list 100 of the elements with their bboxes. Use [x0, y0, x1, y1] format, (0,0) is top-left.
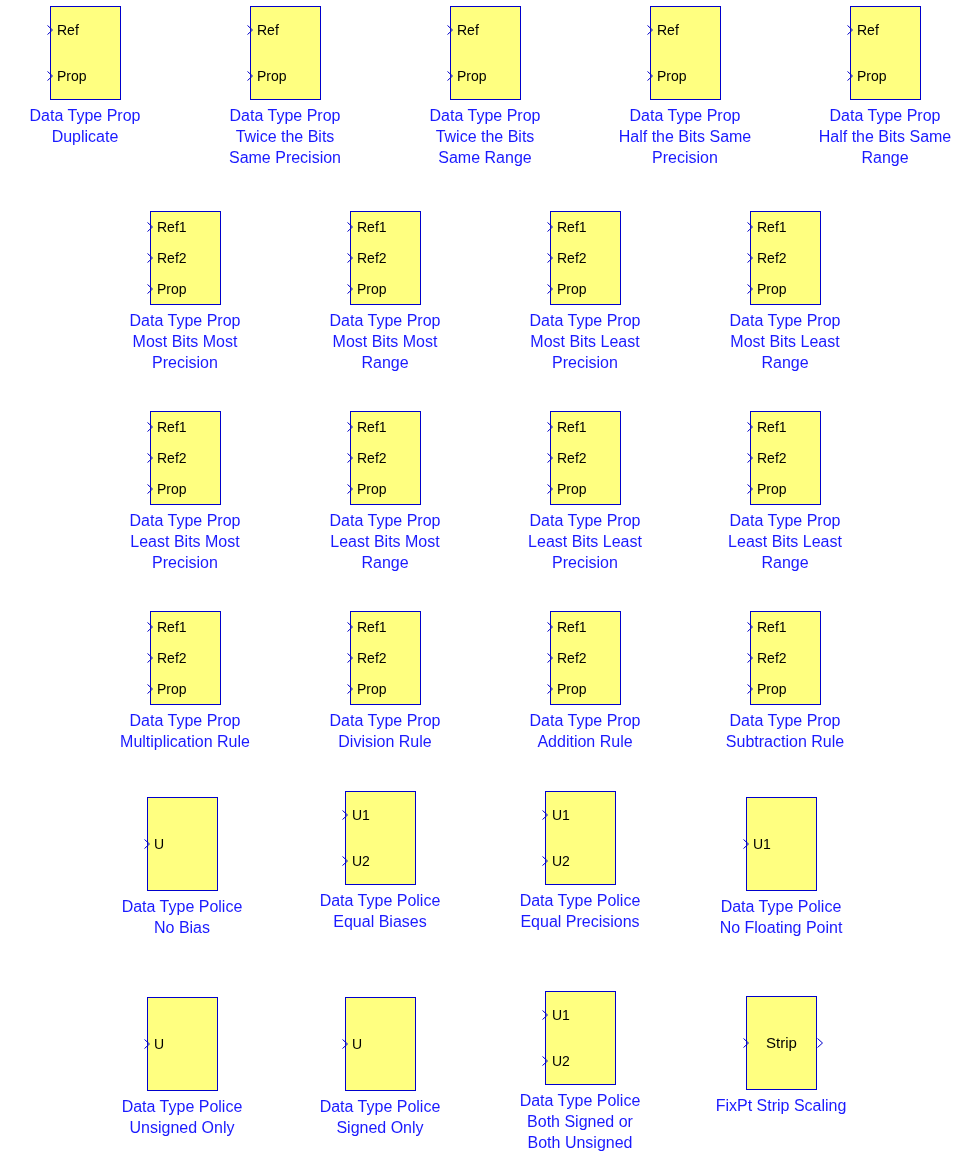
- port-label: Ref: [857, 22, 879, 38]
- port-label: U1: [352, 807, 370, 823]
- port-label: Ref: [257, 22, 279, 38]
- port-label: Ref: [657, 22, 679, 38]
- block-box: [545, 791, 616, 885]
- port-label: Prop: [357, 680, 387, 697]
- block-caption: Data Type Police No Floating Point: [718, 897, 844, 938]
- port-label: Ref1: [757, 419, 787, 436]
- block-caption: Data Type Prop Multiplication Rule: [119, 711, 251, 752]
- block-caption: Data Type Police Equal Biases: [318, 891, 442, 932]
- port-label: Ref2: [757, 250, 787, 266]
- block-caption: Data Type Prop Half the Bits Same Range: [817, 106, 953, 168]
- block-caption: Data Type Police Equal Precisions: [518, 891, 642, 932]
- block-box: [450, 6, 521, 100]
- port-label: Ref1: [157, 419, 187, 436]
- port-label: Prop: [657, 68, 687, 84]
- block-box: [750, 211, 821, 305]
- port-label: Ref1: [557, 219, 587, 236]
- port-label: Ref1: [757, 219, 787, 236]
- port-label: Ref2: [557, 450, 587, 466]
- port-label: Ref1: [357, 619, 387, 636]
- port-label: U: [352, 1036, 363, 1052]
- block-caption: Data Type Police Unsigned Only: [120, 1097, 244, 1138]
- port-label: U2: [352, 853, 370, 869]
- block-caption: Data Type Prop Most Bits Least Range: [728, 311, 842, 373]
- port-label: Prop: [757, 480, 787, 497]
- port-label: Prop: [157, 280, 187, 297]
- block-box: [350, 411, 421, 505]
- port-label: Ref: [57, 22, 79, 38]
- block-box: [850, 6, 921, 100]
- block-box: [545, 991, 616, 1085]
- block-box: [350, 611, 421, 705]
- block-box: [350, 211, 421, 305]
- port-label: U: [154, 1036, 165, 1052]
- port-label: Ref2: [357, 250, 387, 266]
- port-label: U2: [552, 853, 570, 869]
- port-label: U2: [552, 1053, 570, 1069]
- port-label: Prop: [257, 68, 287, 84]
- port-label: Strip: [765, 1035, 798, 1051]
- block-box: [550, 411, 621, 505]
- port-label: Ref: [457, 22, 479, 38]
- block-caption: Data Type Prop Division Rule: [328, 711, 442, 752]
- port-label: Ref2: [357, 650, 387, 666]
- block-caption: Data Type Prop Least Bits Most Range: [328, 511, 442, 573]
- block-box: [550, 211, 621, 305]
- block-caption: FixPt Strip Scaling: [714, 1096, 848, 1116]
- port-label: Prop: [357, 480, 387, 497]
- port-label: Ref2: [557, 650, 587, 666]
- port-label: Prop: [557, 680, 587, 697]
- block-caption: Data Type Prop Most Bits Least Precision: [528, 311, 642, 373]
- port-label: Ref2: [157, 650, 187, 666]
- block-caption: Data Type Prop Duplicate: [28, 106, 142, 147]
- port-label: U1: [552, 807, 570, 823]
- port-label: Prop: [357, 280, 387, 297]
- block-box: [650, 6, 721, 100]
- port-label: Ref1: [557, 619, 587, 636]
- port-label: Ref2: [757, 650, 787, 666]
- port-label: Ref1: [157, 219, 187, 236]
- block-caption: Data Type Prop Most Bits Most Range: [328, 311, 442, 373]
- block-box: [345, 791, 416, 885]
- block-box: [550, 611, 621, 705]
- block-box: [750, 611, 821, 705]
- port-label: Prop: [157, 480, 187, 497]
- block-box: [345, 997, 416, 1091]
- block-caption: Data Type Prop Twice the Bits Same Range: [428, 106, 542, 168]
- port-label: Prop: [557, 480, 587, 497]
- block-caption: Data Type Prop Most Bits Most Precision: [128, 311, 242, 373]
- block-caption: Data Type Prop Addition Rule: [528, 711, 642, 752]
- port-label: Prop: [157, 680, 187, 697]
- port-label: U: [154, 836, 165, 852]
- port-label: Ref1: [357, 419, 387, 436]
- block-box: [750, 411, 821, 505]
- block-caption: Data Type Prop Twice the Bits Same Precision: [227, 106, 342, 168]
- port-label: Prop: [457, 68, 487, 84]
- port-label: Prop: [557, 280, 587, 297]
- port-label: Ref2: [357, 450, 387, 466]
- block-box: [150, 611, 221, 705]
- block-caption: Data Type Police Signed Only: [318, 1097, 442, 1138]
- port-label: U1: [753, 836, 771, 852]
- block-caption: Data Type Prop Least Bits Least Range: [727, 511, 843, 573]
- port-label: Ref2: [157, 250, 187, 266]
- port-label: Ref2: [757, 450, 787, 466]
- port-label: Prop: [757, 680, 787, 697]
- block-box: [150, 411, 221, 505]
- block-box: [150, 211, 221, 305]
- port-label: Prop: [757, 280, 787, 297]
- port-label: U1: [552, 1007, 570, 1023]
- block-caption: Data Type Prop Least Bits Most Precision: [128, 511, 242, 573]
- block-caption: Data Type Police Both Signed or Both Unsigned: [518, 1091, 642, 1153]
- port-label: Prop: [57, 68, 87, 84]
- port-label: Ref1: [757, 619, 787, 636]
- block-box: [250, 6, 321, 100]
- block-box: [147, 997, 218, 1091]
- block-box: [746, 797, 817, 891]
- port-label: Ref2: [557, 250, 587, 266]
- port-label: Ref1: [157, 619, 187, 636]
- port-label: Ref1: [357, 219, 387, 236]
- block-box: [147, 797, 218, 891]
- block-caption: Data Type Prop Least Bits Least Precision: [527, 511, 643, 573]
- port-label: Ref1: [557, 419, 587, 436]
